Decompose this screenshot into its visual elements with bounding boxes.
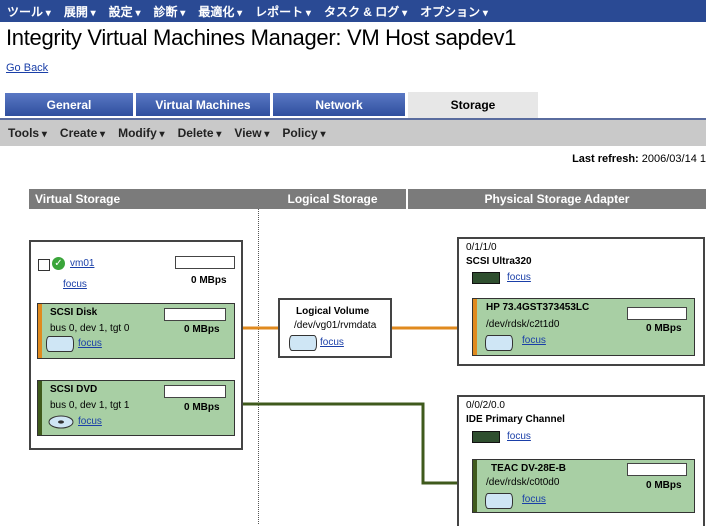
tab-virtual-machines[interactable]: Virtual Machines	[136, 93, 270, 116]
adapter-focus-link[interactable]: focus	[507, 431, 531, 442]
dvd-connection	[232, 402, 474, 485]
scsi-dvd-meter	[164, 385, 226, 398]
vm-throughput-meter	[175, 256, 235, 269]
disk-icon	[289, 335, 317, 351]
menu-tools[interactable]: ツール	[0, 3, 57, 20]
disk-color-bar	[473, 299, 477, 355]
scsi-disk-label: SCSI Disk	[50, 307, 98, 318]
teac-dvd-path: /dev/rdsk/c0t0d0	[486, 477, 560, 488]
teac-dvd-rate: 0 MBps	[646, 480, 682, 491]
dvd-icon	[48, 415, 74, 429]
menu-tasks-logs[interactable]: タスク & ログ	[317, 3, 413, 20]
storage-toolbar: Tools Create Modify Delete View Policy	[0, 120, 706, 146]
menu-deploy[interactable]: 展開	[57, 3, 102, 20]
scsi-adapter-box: 0/1/1/0 SCSI Ultra320 focus HP 73.4GST37…	[457, 237, 705, 366]
scsi-dvd-label: SCSI DVD	[50, 384, 98, 395]
adapter-focus-link[interactable]: focus	[507, 272, 531, 283]
disk-icon	[46, 336, 74, 352]
adapter-card-icon	[472, 431, 500, 443]
toolbar-delete[interactable]: Delete	[170, 126, 227, 140]
page-title: Integrity Virtual Machines Manager: VM H…	[6, 25, 517, 50]
menu-options[interactable]: オプション	[413, 3, 494, 20]
menu-optimize[interactable]: 最適化	[191, 3, 248, 20]
toolbar-view[interactable]: View	[226, 126, 274, 140]
hp-disk-name: HP 73.4GST373453LC	[486, 302, 590, 313]
go-back-link[interactable]: Go Back	[6, 62, 49, 74]
tab-general[interactable]: General	[5, 93, 133, 116]
top-menu-bar: ツール 展開 設定 診断 最適化 レポート タスク & ログ オプション	[0, 0, 706, 22]
scsi-disk-component[interactable]: SCSI Disk bus 0, dev 1, tgt 0 0 MBps foc…	[37, 303, 235, 359]
ide-adapter-box: 0/0/2/0.0 IDE Primary Channel focus TEAC…	[457, 395, 705, 526]
disk-color-bar	[38, 304, 42, 358]
scsi-dvd-component[interactable]: SCSI DVD bus 0, dev 1, tgt 1 0 MBps focu…	[37, 380, 235, 436]
scsi-disk-address: bus 0, dev 1, tgt 0	[50, 323, 130, 334]
adapter-name: IDE Primary Channel	[466, 414, 565, 425]
adapter-hw-path: 0/1/1/0	[466, 242, 497, 253]
adapter-card-icon	[472, 272, 500, 284]
tab-network[interactable]: Network	[273, 93, 405, 116]
logical-volume-component[interactable]: Logical Volume /dev/vg01/rvmdata focus	[278, 298, 392, 358]
scsi-dvd-address: bus 0, dev 1, tgt 1	[50, 400, 130, 411]
scsi-disk-focus-link[interactable]: focus	[78, 338, 102, 349]
scsi-dvd-focus-link[interactable]: focus	[78, 416, 102, 427]
teac-dvd-meter	[627, 463, 687, 476]
last-refresh-value: 2006/03/14 1	[641, 153, 706, 165]
hp-disk-meter	[627, 307, 687, 320]
tab-strip	[0, 93, 706, 121]
teac-dvd-component[interactable]: TEAC DV-28E-B /dev/rdsk/c0t0d0 0 MBps fo…	[472, 459, 695, 513]
hp-disk-focus-link[interactable]: focus	[522, 335, 546, 346]
menu-reports[interactable]: レポート	[248, 3, 317, 20]
column-divider	[258, 209, 259, 524]
toolbar-tools[interactable]: Tools	[0, 126, 52, 140]
dvd-color-bar	[38, 381, 42, 435]
logical-volume-path: /dev/vg01/rvmdata	[294, 320, 377, 331]
last-refresh: Last refresh: 2006/03/14 1	[572, 153, 706, 165]
vm-focus-link[interactable]: focus	[63, 279, 87, 290]
menu-configure[interactable]: 設定	[102, 3, 147, 20]
toolbar-modify[interactable]: Modify	[110, 126, 169, 140]
status-ok-icon: ✓	[52, 257, 65, 270]
adapter-hw-path: 0/0/2/0.0	[466, 400, 505, 411]
hp-disk-component[interactable]: HP 73.4GST373453LC /dev/rdsk/c2t1d0 0 MB…	[472, 298, 695, 356]
logical-volume-label: Logical Volume	[296, 306, 370, 317]
last-refresh-label: Last refresh:	[572, 153, 639, 165]
menu-diagnose[interactable]: 診断	[146, 3, 191, 20]
scsi-dvd-rate: 0 MBps	[184, 402, 220, 413]
column-virtual-storage: Virtual Storage	[29, 189, 263, 209]
hp-disk-rate: 0 MBps	[646, 323, 682, 334]
vm-rate: 0 MBps	[191, 275, 227, 286]
dvd-color-bar	[473, 460, 477, 512]
adapter-name: SCSI Ultra320	[466, 256, 532, 267]
column-logical-storage: Logical Storage	[259, 189, 406, 209]
hp-disk-path: /dev/rdsk/c2t1d0	[486, 319, 560, 330]
scsi-disk-rate: 0 MBps	[184, 324, 220, 335]
vm-name-link[interactable]: vm01	[70, 258, 95, 269]
logical-volume-focus-link[interactable]: focus	[320, 337, 344, 348]
scsi-disk-meter	[164, 308, 226, 321]
toolbar-create[interactable]: Create	[52, 126, 110, 140]
teac-dvd-name: TEAC DV-28E-B	[491, 463, 567, 474]
column-physical-storage-adapter: Physical Storage Adapter	[408, 189, 706, 209]
toolbar-policy[interactable]: Policy	[274, 126, 330, 140]
vm-container: ✓ vm01 0 MBps focus SCSI Disk bus 0, dev…	[29, 240, 243, 450]
teac-dvd-focus-link[interactable]: focus	[522, 494, 546, 505]
vm-checkbox[interactable]	[38, 259, 50, 271]
disk-icon	[485, 335, 513, 351]
tab-storage[interactable]: Storage	[408, 92, 538, 118]
disk-icon	[485, 493, 513, 509]
